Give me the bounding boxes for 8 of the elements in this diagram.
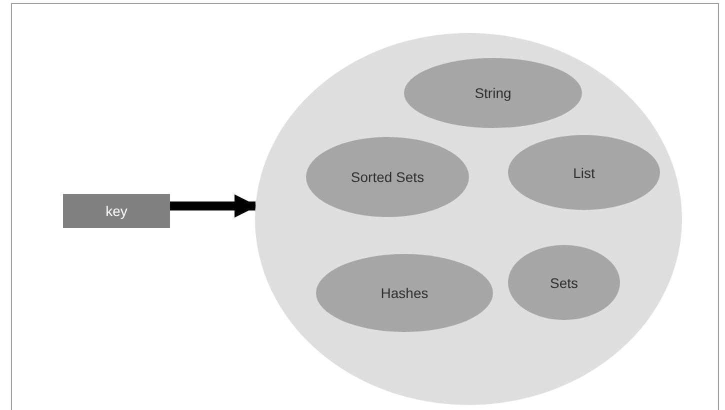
- node-label: Hashes: [380, 285, 428, 301]
- node-label: Sorted Sets: [350, 169, 424, 185]
- node-label: key: [106, 203, 128, 219]
- node-label: Sets: [550, 274, 578, 290]
- node-label: List: [573, 164, 595, 180]
- node-label: String: [474, 85, 512, 101]
- arrow: [170, 194, 258, 218]
- key-box: [63, 194, 170, 228]
